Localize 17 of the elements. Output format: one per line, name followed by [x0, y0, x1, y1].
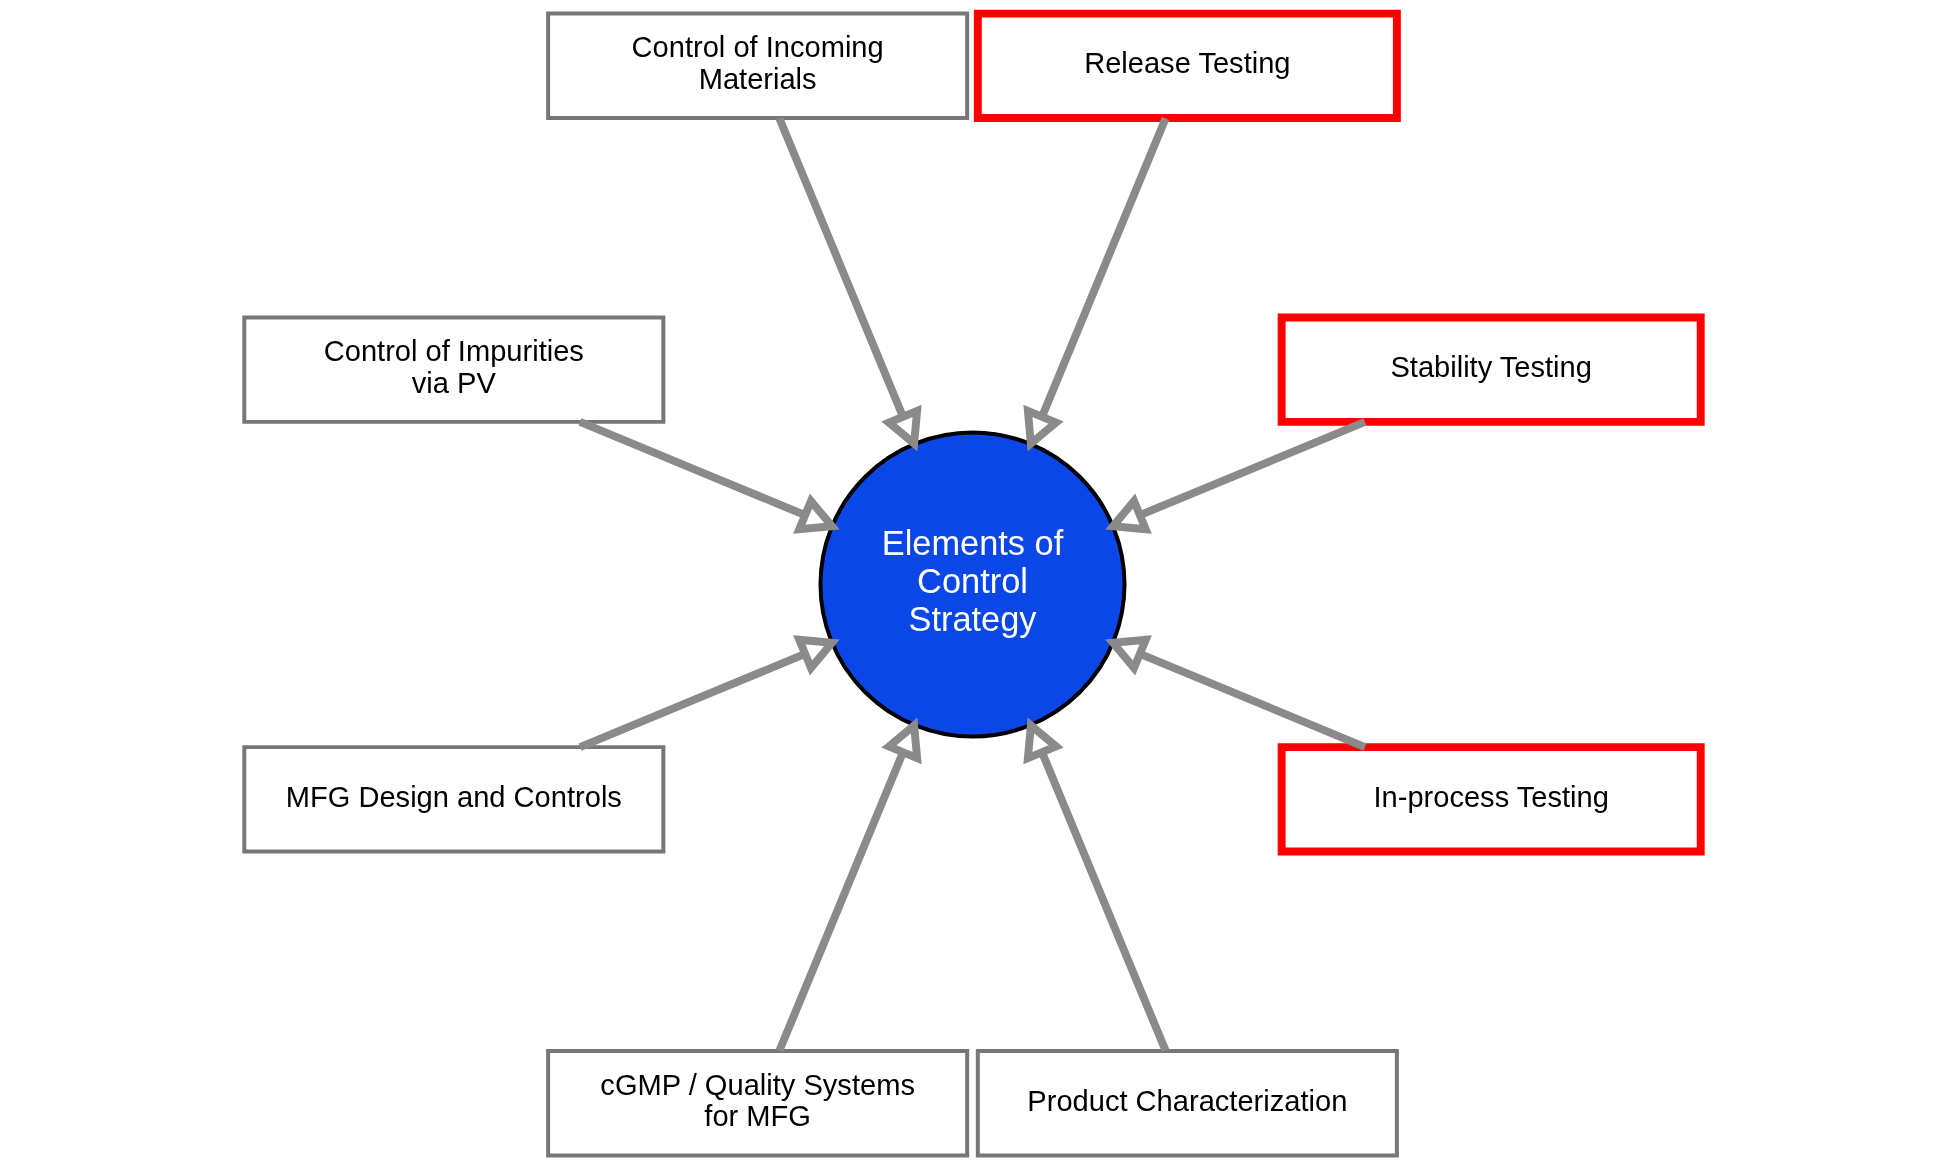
node-box: MFG Design and Controls [241, 745, 665, 854]
arrow [775, 717, 922, 1053]
arrow [775, 116, 922, 452]
arrow [1104, 418, 1366, 534]
node-box: Control of Incoming Materials [545, 11, 969, 121]
node-box: Product Characterization [975, 1048, 1399, 1158]
node-circle: Elements of Control Strategy [818, 430, 1126, 739]
node-box: cGMP / Quality Systems for MFG [545, 1048, 969, 1158]
node-box: Release Testing [973, 9, 1401, 122]
arrow [1104, 635, 1366, 751]
node-box: Stability Testing [1277, 313, 1705, 426]
arrow [1022, 116, 1169, 452]
node-box: In-process Testing [1277, 743, 1705, 856]
arrow [578, 418, 840, 534]
arrow [578, 635, 840, 751]
node-box: Control of Impurities via PV [241, 315, 665, 424]
arrow [1022, 717, 1169, 1053]
